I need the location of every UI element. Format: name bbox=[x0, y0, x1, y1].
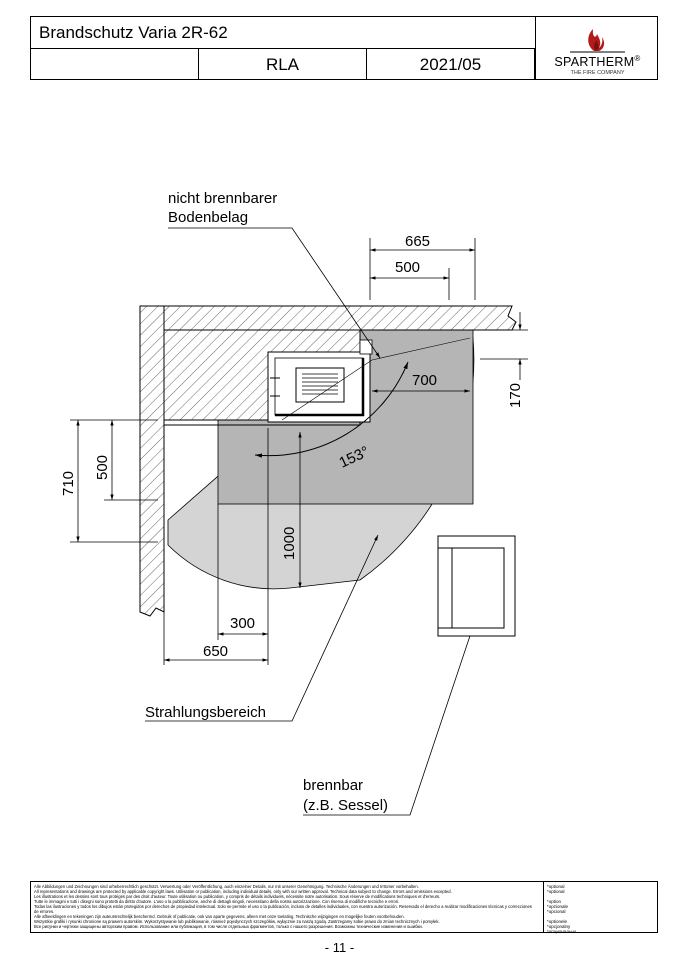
page-number: - 11 - bbox=[324, 940, 355, 955]
wall-left bbox=[139, 305, 165, 617]
note-radiation-zone: Strahlungsbereich bbox=[145, 704, 266, 721]
blank-cell bbox=[31, 49, 199, 80]
note-combustible-line2: (z.B. Sessel) bbox=[303, 797, 388, 814]
spartherm-logo: SPARTHERM® THE FIRE COMPANY bbox=[535, 17, 658, 80]
footer-disclaimer-box: Alle Abbildungen und Zeichnungen sind ur… bbox=[30, 881, 658, 934]
title-block: Brandschutz Varia 2R-62 RLA 2021/05 SPAR… bbox=[30, 16, 658, 80]
armchair bbox=[437, 535, 516, 637]
dim-300: 300 bbox=[230, 615, 255, 632]
dim-710: 710 bbox=[60, 471, 77, 496]
model-cell: RLA bbox=[199, 49, 367, 80]
title-row: Brandschutz Varia 2R-62 bbox=[31, 17, 535, 49]
options-legend: *optional *optional *option *opzionale *… bbox=[543, 882, 658, 934]
note-floor-line2: Bodenbelag bbox=[168, 209, 248, 226]
wall-top bbox=[139, 305, 517, 331]
fireplace-unit bbox=[267, 339, 373, 423]
flame-icon bbox=[570, 29, 625, 53]
dim-1000: 1000 bbox=[281, 527, 298, 560]
dim-665: 665 bbox=[405, 233, 430, 250]
document-title: Brandschutz Varia 2R-62 bbox=[39, 23, 228, 42]
brand-name: SPARTHERM® bbox=[554, 54, 641, 70]
note-combustible-line1: brennbar bbox=[303, 777, 363, 794]
note-floor-line1: nicht brennbarer bbox=[168, 190, 277, 207]
dim-500-left: 500 bbox=[94, 455, 111, 480]
dim-650: 650 bbox=[203, 643, 228, 660]
dim-170: 170 bbox=[507, 383, 524, 408]
date-cell: 2021/05 bbox=[367, 49, 535, 80]
dim-700: 700 bbox=[412, 372, 437, 389]
brand-tagline: THE FIRE COMPANY bbox=[570, 70, 625, 76]
angle-arc bbox=[254, 361, 409, 458]
dim-500-top: 500 bbox=[395, 259, 420, 276]
disclaimer-text: Alle Abbildungen und Zeichnungen sind ur… bbox=[34, 884, 532, 929]
